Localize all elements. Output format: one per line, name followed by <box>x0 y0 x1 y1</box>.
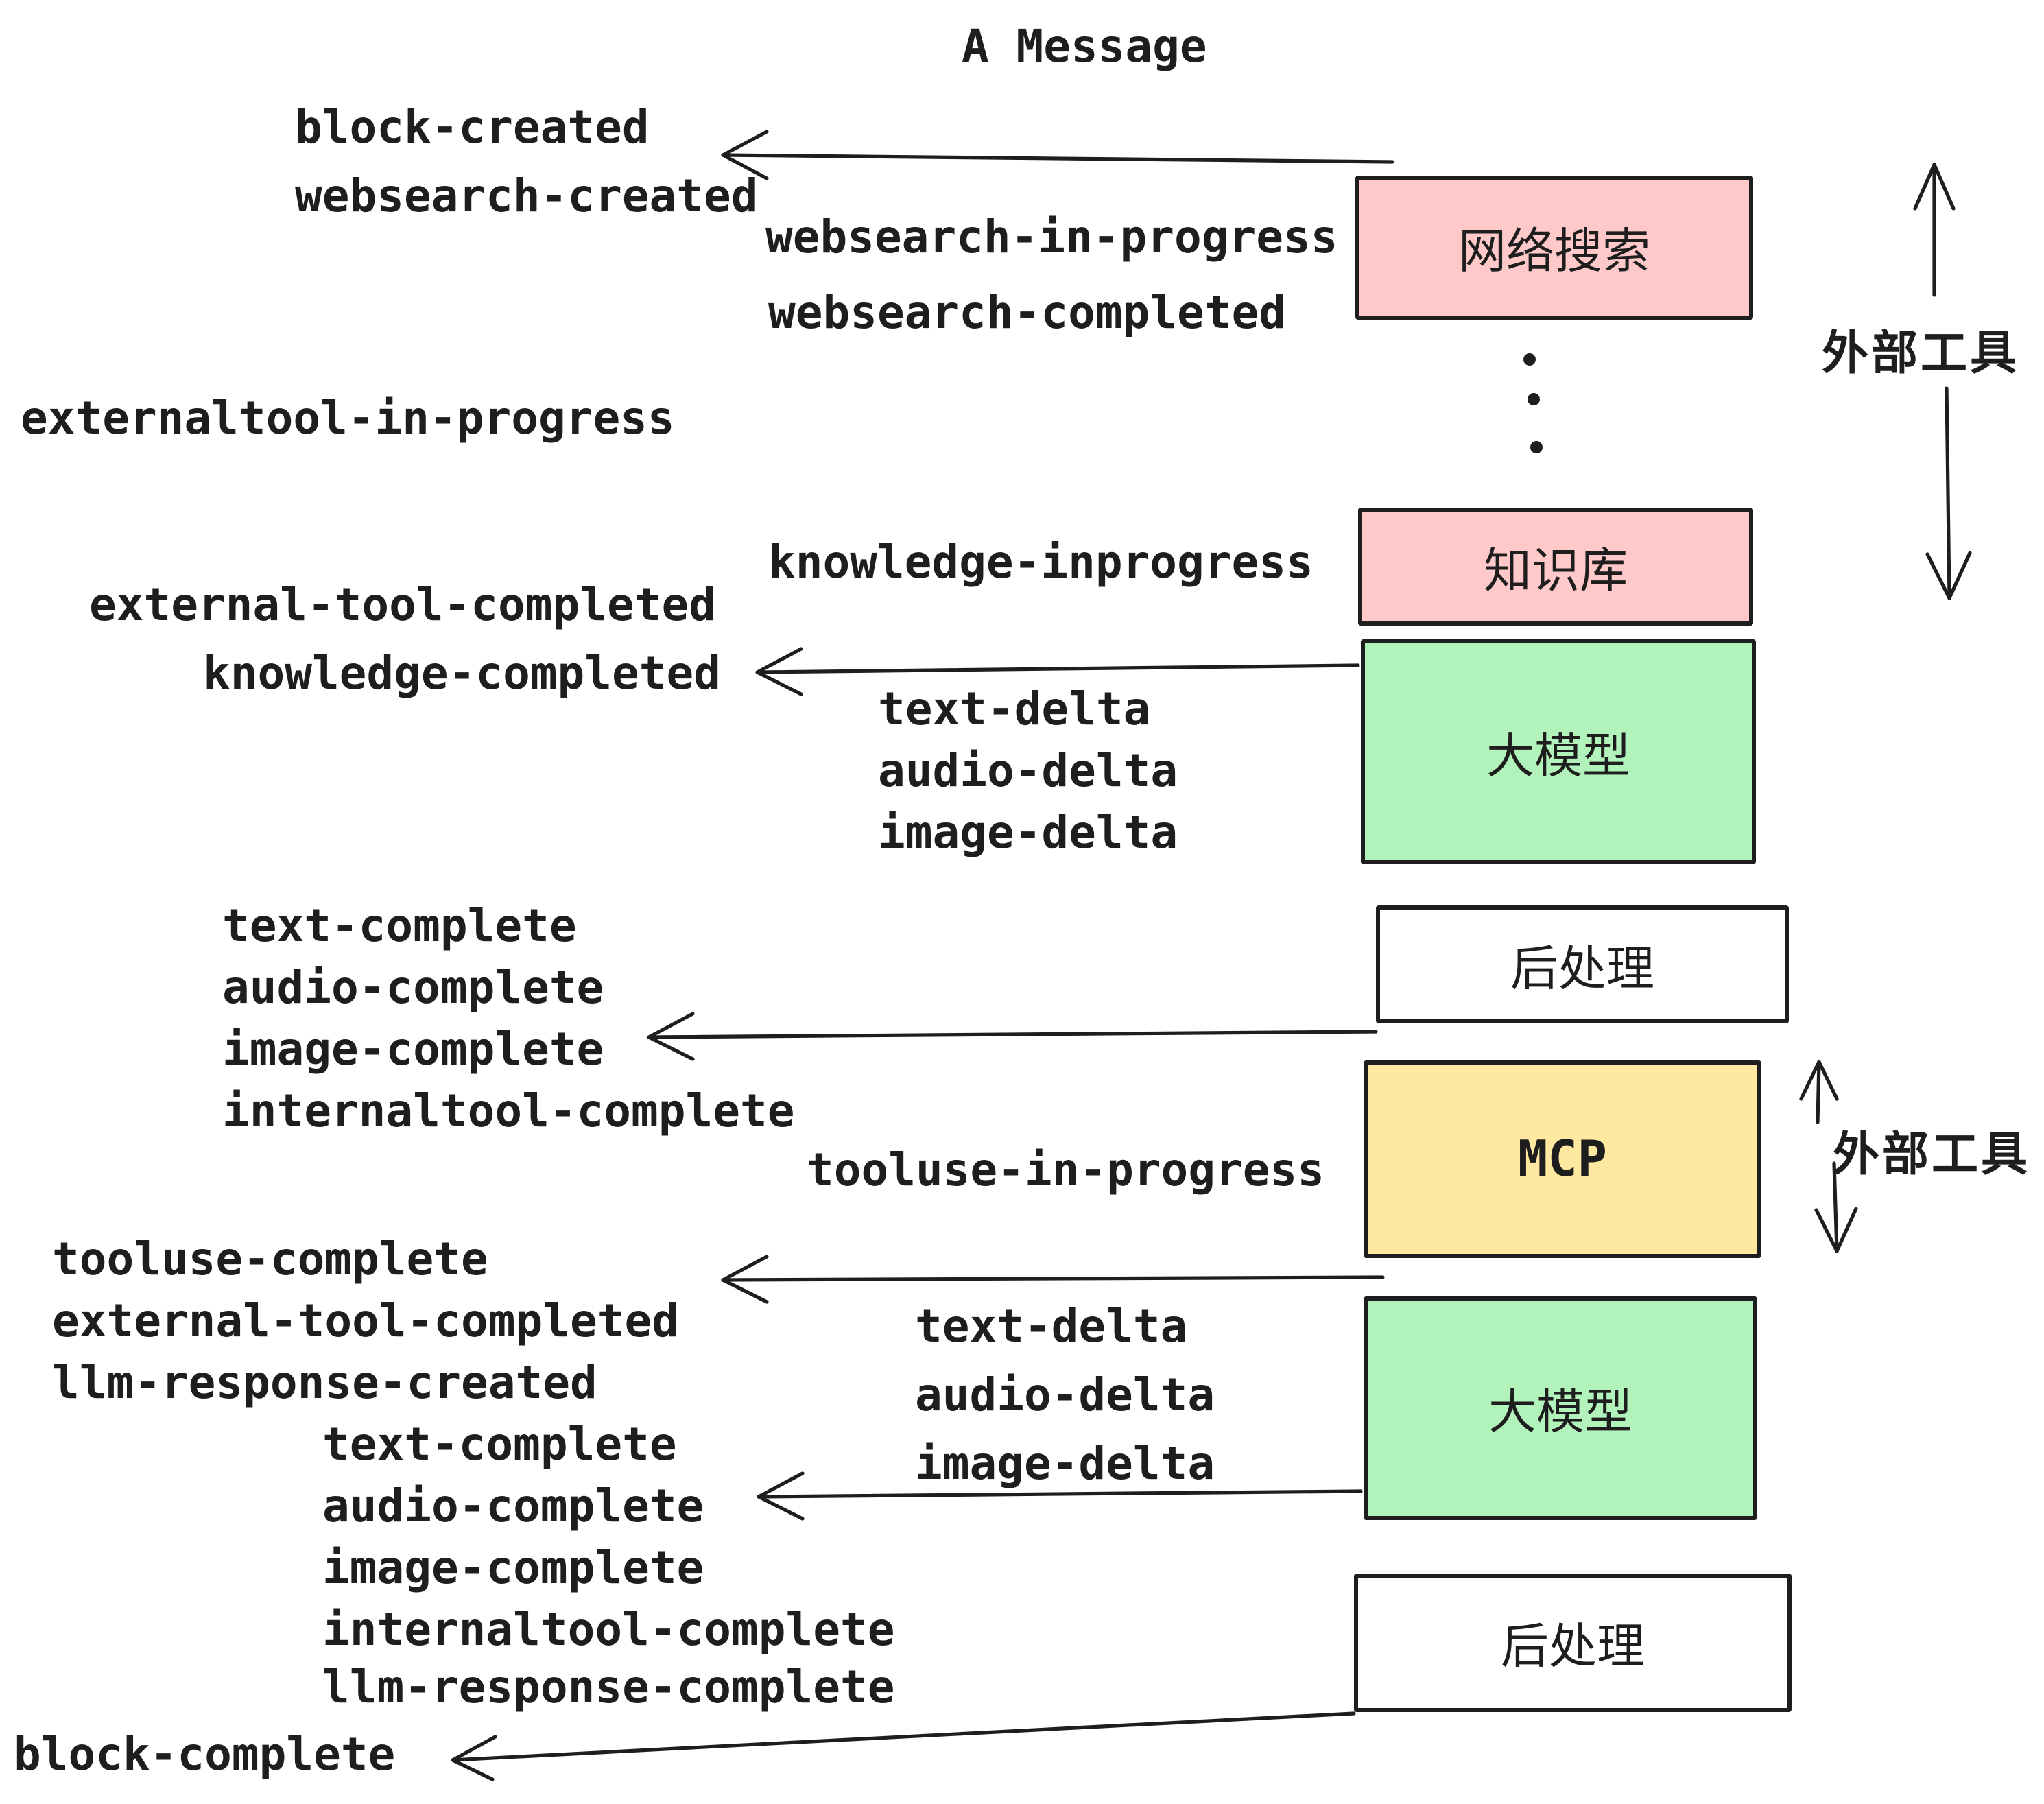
node-postprocess-2-label: 后处理 <box>1500 1620 1645 1674</box>
arrow-image-complete <box>647 1012 1378 1061</box>
event-label-text-complete-2: text-complete <box>322 1417 677 1471</box>
node-postprocess-2: 后处理 <box>1354 1574 1792 1712</box>
event-label-image-delta-2: image-delta <box>915 1436 1215 1490</box>
external-tools-up-arrow-1 <box>1913 163 1956 297</box>
node-knowledge: 知识库 <box>1358 508 1753 626</box>
event-label-websearch-in-progress: websearch-in-progress <box>765 210 1338 263</box>
event-label-text-delta-1: text-delta <box>878 682 1151 735</box>
event-label-websearch-completed: websearch-completed <box>768 285 1286 339</box>
node-mcp: MCP <box>1364 1060 1761 1258</box>
event-label-audio-delta-2: audio-delta <box>915 1368 1215 1421</box>
node-llm-1: 大模型 <box>1361 639 1756 864</box>
event-label-internaltool-complete-1: internaltool-complete <box>222 1084 795 1137</box>
event-label-image-delta-1: image-delta <box>878 805 1178 859</box>
event-label-external-tool-completed: external-tool-completed <box>89 578 716 631</box>
arrow-block-created <box>721 130 1394 180</box>
event-label-audio-complete-2: audio-complete <box>322 1479 704 1532</box>
arrow-block-complete <box>451 1711 1356 1781</box>
event-label-externaltool-in-progress: externaltool-in-progress <box>21 391 675 444</box>
event-label-llm-response-created: llm-response-created <box>52 1355 597 1409</box>
event-label-knowledge-completed: knowledge-completed <box>203 646 721 700</box>
node-knowledge-label: 知识库 <box>1483 544 1628 597</box>
event-label-knowledge-inprogress: knowledge-inprogress <box>768 535 1314 589</box>
node-llm-2: 大模型 <box>1364 1296 1757 1520</box>
event-label-image-complete-2: image-complete <box>322 1541 704 1594</box>
event-label-internaltool-complete-2: internaltool-complete <box>322 1602 895 1656</box>
node-postprocess-1-label: 后处理 <box>1510 942 1654 995</box>
event-label-text-complete-1: text-complete <box>222 899 577 952</box>
external-tools-up-arrow-2 <box>1799 1060 1839 1124</box>
event-label-block-created: block-created <box>295 100 650 154</box>
node-llm-1-label: 大模型 <box>1486 729 1630 783</box>
ellipsis-dots <box>1523 353 1543 453</box>
event-label-audio-complete-1: audio-complete <box>222 960 604 1014</box>
event-label-external-tool-completed-2: external-tool-completed <box>52 1294 679 1347</box>
event-label-tooluse-in-progress: tooluse-in-progress <box>807 1143 1324 1196</box>
event-label-text-delta-2: text-delta <box>915 1299 1188 1353</box>
event-label-audio-delta-1: audio-delta <box>878 744 1178 797</box>
external-tools-label-1: 外部工具 <box>1822 328 2019 380</box>
event-label-block-complete: block-complete <box>14 1727 396 1781</box>
event-label-image-complete-1: image-complete <box>222 1022 604 1076</box>
node-llm-2-label: 大模型 <box>1488 1386 1632 1439</box>
external-tools-down-arrow-1 <box>1925 386 1972 600</box>
node-websearch-label: 网络搜索 <box>1458 225 1650 278</box>
external-tools-label-2: 外部工具 <box>1833 1129 2030 1181</box>
event-label-llm-response-complete: llm-response-complete <box>322 1660 895 1713</box>
event-label-tooluse-complete: tooluse-complete <box>52 1232 488 1285</box>
node-mcp-label: MCP <box>1517 1131 1608 1187</box>
event-label-websearch-created: websearch-created <box>295 169 759 222</box>
diagram-title: A Message <box>962 19 1207 73</box>
node-postprocess-1: 后处理 <box>1376 905 1789 1023</box>
arrow-tooluse-complete <box>721 1255 1385 1304</box>
node-websearch: 网络搜索 <box>1355 176 1753 320</box>
